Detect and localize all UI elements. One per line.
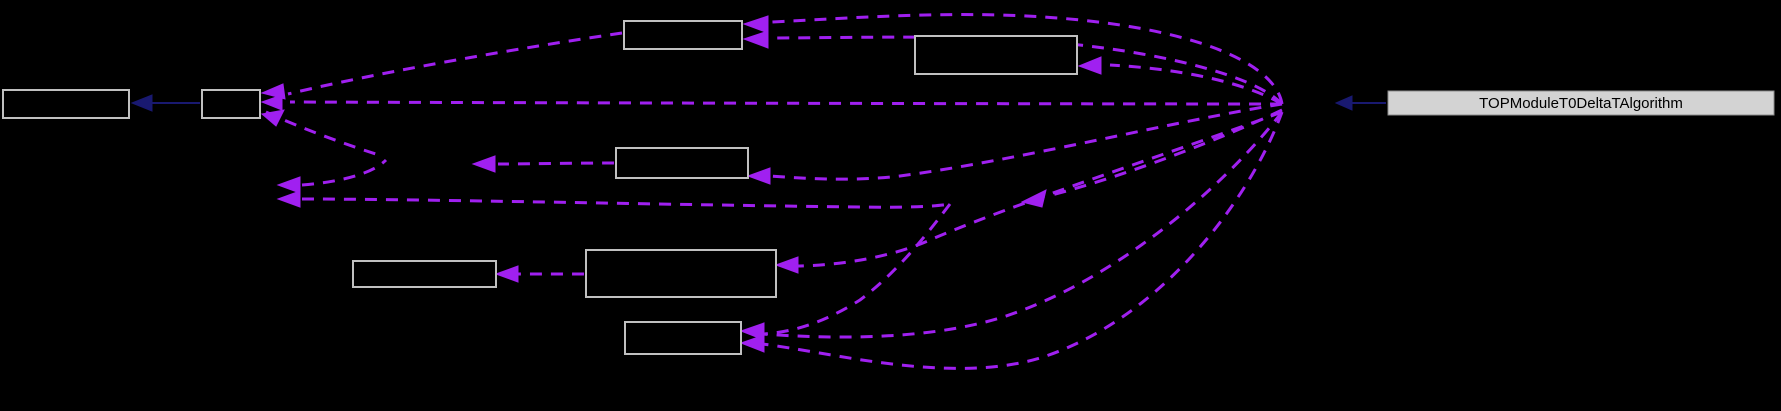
arrowhead-mid-left-upper	[276, 176, 301, 194]
node-5-box[interactable]	[352, 260, 497, 288]
node-7[interactable]	[624, 321, 742, 355]
node-8-label: TOPModuleT0DeltaTAlgorithm	[1479, 95, 1683, 112]
arrowhead-node2-upper	[742, 15, 769, 34]
node-1[interactable]	[201, 89, 261, 119]
node-0-box[interactable]	[2, 89, 130, 119]
arrowhead-node1-upper	[260, 83, 286, 100]
node-4[interactable]	[615, 147, 749, 179]
edge-root-to-node3	[1109, 63, 1283, 106]
edge-node4-to-left-arrow	[497, 161, 615, 166]
node-3[interactable]	[914, 35, 1078, 75]
edge-layer-dashed	[265, 13, 1284, 370]
node-4-box[interactable]	[615, 147, 749, 179]
node-5[interactable]	[352, 260, 497, 288]
arrowhead-node7-lower	[739, 334, 765, 353]
arrowhead-navy-node0	[130, 94, 153, 112]
node-8-box[interactable]	[1387, 90, 1775, 116]
edge-root-to-node6	[795, 110, 1283, 268]
node-0[interactable]	[2, 89, 130, 119]
arrowhead-node3	[1077, 56, 1102, 75]
edge-mid-to-node1-lower	[301, 197, 951, 209]
arrowhead-layer	[130, 15, 1353, 353]
arrowhead-node5	[494, 265, 519, 283]
arrowhead-navy-root	[1334, 95, 1353, 111]
edge-root-to-node7-upper	[761, 111, 1284, 339]
node-3-box[interactable]	[914, 35, 1078, 75]
arrowhead-node4-left	[471, 155, 496, 173]
arrowhead-node1-lower	[260, 109, 285, 127]
edge-node2-to-node1	[287, 31, 623, 96]
edge-root-to-node4	[769, 102, 1283, 181]
node-8-root[interactable]: TOPModuleT0DeltaTAlgorithm	[1387, 90, 1775, 116]
arrowhead-node4-right	[746, 167, 771, 185]
arrowhead-node1-horizontal	[260, 94, 283, 111]
edge-node1-to-mid-a	[265, 110, 383, 158]
arrowhead-node2-lower	[742, 30, 769, 49]
node-7-box[interactable]	[624, 321, 742, 355]
node-layer: TOPModuleT0DeltaTAlgorithm	[2, 20, 1775, 355]
node-6-box[interactable]	[585, 249, 777, 298]
edge-mid-to-node1-upper	[301, 158, 388, 187]
arrowhead-mid-right	[1020, 189, 1047, 208]
arrowhead-node7-upper	[739, 322, 765, 341]
node-2-box[interactable]	[623, 20, 743, 50]
edge-root-to-node1-horizontal	[289, 100, 1283, 106]
edge-root-to-node7-lower	[761, 111, 1284, 370]
edge-root-to-node2-upper	[771, 13, 1284, 105]
node-6[interactable]	[585, 249, 777, 298]
node-1-box[interactable]	[201, 89, 261, 119]
node-2[interactable]	[623, 20, 743, 50]
edge-node6-group-to-mid	[763, 203, 952, 336]
arrowhead-mid-left-lower	[276, 190, 301, 208]
arrowhead-node6	[774, 256, 799, 274]
